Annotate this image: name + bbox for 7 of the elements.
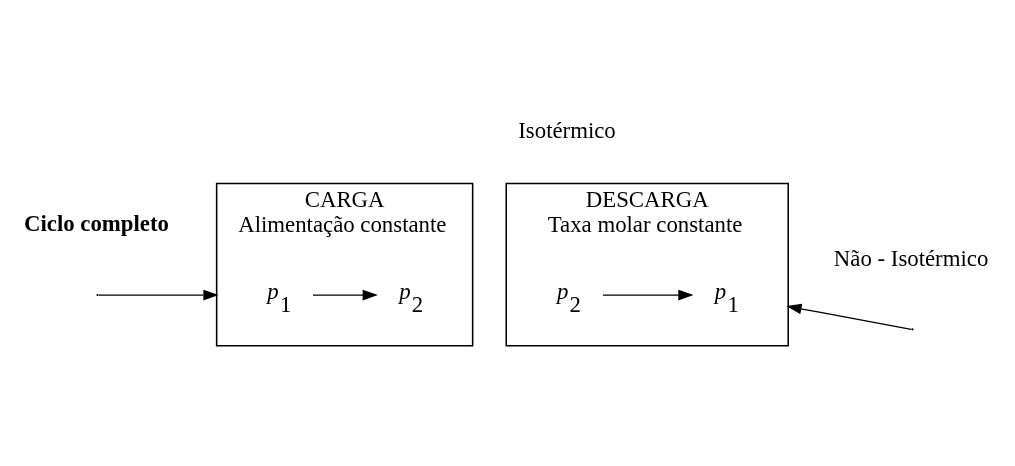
node-label: Não - Isotérmico	[833, 246, 989, 272]
arrow	[602, 289, 694, 301]
arrow	[312, 289, 378, 301]
arrow	[98, 289, 219, 301]
arrow	[786, 303, 912, 330]
label: Ciclo completo	[24, 210, 169, 236]
node-label: Isotérmico	[518, 118, 616, 144]
